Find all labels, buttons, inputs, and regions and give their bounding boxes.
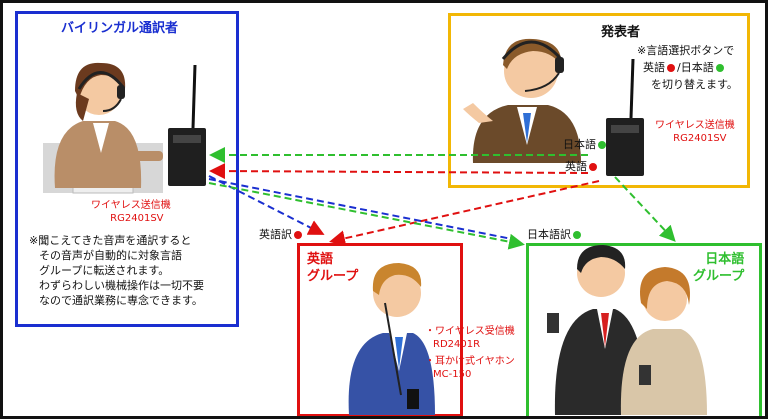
speaker-button-en: 英語 — [565, 159, 599, 174]
japanese-group-title: 日本語 グループ — [693, 251, 744, 285]
speaker-note-line1: ※言語選択ボタンで — [637, 44, 735, 57]
arrow-speaker-en-to-english-group — [329, 180, 600, 247]
speaker-note-sep: / — [677, 61, 681, 74]
speaker-illustration — [463, 38, 644, 176]
interpreter-description: ※聞こえてきた音声を通訳すると その音声が自動的に対象言語 グループに転送されま… — [29, 233, 204, 308]
arrow-speaker-en-to-interpreter — [209, 163, 589, 180]
english-group-title: 英語 グループ — [307, 251, 358, 285]
green-dot-icon — [598, 141, 606, 149]
arrow-speaker-ja-to-japanese-group — [614, 176, 676, 242]
english-device-line2: RD2401R — [433, 339, 481, 350]
speaker-note-line3: を切り替えます。 — [651, 78, 738, 91]
interpreter-desc-line: ※聞こえてきた音声を通訳すると — [29, 234, 192, 247]
japanese-group-title-line2: グループ — [693, 269, 745, 284]
channel-en-interp-label: 英語訳 — [259, 228, 292, 241]
english-group-devices: ・ワイヤレス受信機 RD2401R ・耳かけ式イヤホン MC-150 — [425, 325, 515, 381]
speaker-device-name: ワイヤレス送信機 RG2401SV — [655, 119, 735, 145]
green-dot-icon — [573, 231, 581, 239]
arrow-interpreter-to-japanese-group-green — [208, 182, 525, 250]
red-dot-icon — [667, 64, 675, 72]
channel-ja-interp: 日本語訳 — [527, 227, 583, 242]
interpreter-desc-line: グループに転送されます。 — [39, 264, 170, 277]
interpreter-device-name: ワイヤレス送信機 RG2401SV — [91, 199, 171, 225]
interpreter-device-line1: ワイヤレス送信機 — [91, 200, 171, 211]
interpreter-desc-line: わずらわしい機械操作は一切不要 — [39, 279, 204, 292]
red-dot-icon — [294, 231, 302, 239]
interpreter-desc-line: なので通訳業務に専念できます。 — [39, 294, 203, 307]
channel-en-interp: 英語訳 — [259, 227, 304, 242]
arrow-interpreter-to-english-group — [208, 175, 325, 235]
english-device-line4: MC-150 — [433, 369, 472, 380]
diagram-graphics — [43, 38, 707, 415]
speaker-button-en-label: 英語 — [565, 160, 587, 173]
speaker-title: 発表者 — [601, 25, 641, 40]
speaker-button-ja-label: 日本語 — [563, 138, 596, 151]
english-device-line3: ・耳かけ式イヤホン — [425, 356, 515, 367]
japanese-group-title-line1: 日本語 — [705, 252, 745, 267]
interpreter-device-line2: RG2401SV — [110, 213, 164, 224]
interpreter-illustration — [43, 62, 206, 194]
english-listener-illustration — [348, 263, 435, 415]
channel-ja-interp-label: 日本語訳 — [527, 228, 571, 241]
english-group-title-line1: 英語 — [307, 252, 334, 267]
english-device-line1: ・ワイヤレス受信機 — [425, 326, 515, 337]
green-dot-icon — [715, 64, 724, 72]
speaker-button-ja: 日本語 — [563, 137, 608, 152]
interpreter-title: バイリンガル通訳者 — [61, 21, 179, 36]
interpreter-desc-line: その音声が自動的に対象言語 — [39, 249, 182, 262]
arrow-interpreter-to-japanese-group-blue — [208, 178, 518, 241]
japanese-listeners-illustration — [547, 245, 707, 415]
red-dot-icon — [589, 163, 597, 171]
speaker-device-line1: ワイヤレス送信機 — [655, 120, 735, 131]
speaker-device-line2: RG2401SV — [673, 133, 727, 144]
speaker-note-ja: 日本語 — [680, 61, 714, 74]
speaker-note-en: 英語 — [643, 61, 665, 74]
english-group-title-line2: グループ — [307, 269, 359, 284]
speaker-note-line2: 英語 /日本語 — [643, 60, 726, 75]
